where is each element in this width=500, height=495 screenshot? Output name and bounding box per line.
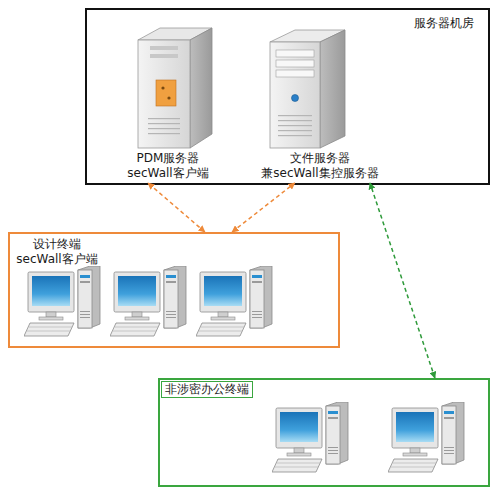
node-label: 设计终端 secWall客户端 — [16, 237, 98, 267]
server-node: 文件服务器 兼secWall集控服务器 — [250, 18, 390, 183]
computer-icon — [388, 402, 464, 472]
computer-icon — [110, 266, 186, 336]
server-room-box: 服务器机房 PDM服务器 secWall客户端 文件服务器 兼secWall集控服务… — [85, 8, 490, 185]
computer-icon — [196, 266, 272, 336]
dashed-connector — [232, 183, 295, 232]
node-label: 文件服务器 兼secWall集控服务器 — [258, 151, 382, 181]
terminal-group-box: 设计终端 secWall客户端 — [8, 232, 340, 348]
pdm-server-icon — [138, 28, 212, 148]
dashed-connector — [148, 183, 205, 232]
file-server-icon — [270, 30, 345, 148]
dashed-connector — [370, 183, 435, 378]
node-label: PDM服务器 secWall客户端 — [127, 151, 209, 181]
computer-icon — [272, 402, 348, 472]
node-label: 非涉密办公终端 — [161, 381, 253, 398]
computer-icon — [24, 266, 100, 336]
node-label: 服务器机房 — [394, 16, 474, 31]
server-node: PDM服务器 secWall客户端 — [118, 18, 218, 183]
terminal-group-box: 非涉密办公终端 — [158, 378, 490, 487]
